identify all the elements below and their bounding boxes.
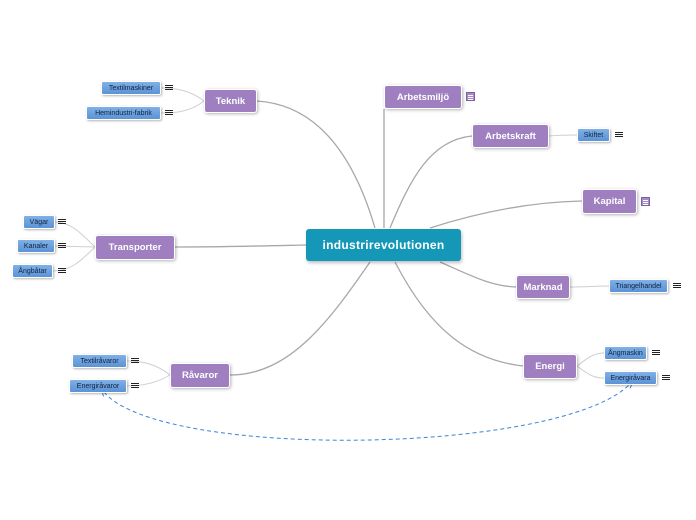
subtopic-kanaler[interactable]: Kanaler [17,239,55,253]
note-icon[interactable] [131,357,139,365]
note-icon[interactable] [652,349,660,357]
branch-energi [394,261,524,367]
branch-teknik [256,100,376,229]
topic-marknad[interactable]: Marknad [516,275,570,299]
subtopic-textilmaskiner[interactable]: Textilmaskiner [101,81,161,95]
branch-kapital [429,200,583,229]
subtopic-angbatar[interactable]: Ångbåtar [12,264,53,278]
topic-transporter[interactable]: Transporter [95,235,175,260]
subtopic-angmaskin[interactable]: Ångmaskin [604,346,647,360]
topic-teknik[interactable]: Teknik [204,89,257,113]
topic-arbetskraft[interactable]: Arbetskraft [472,124,549,148]
note-icon[interactable] [662,374,670,382]
subtopic-skiftet[interactable]: Skiftet [577,128,610,142]
branch-marknad [439,261,517,288]
subtopic-energiravara[interactable]: Energiråvara [604,371,657,385]
subtopic-triangelhandel[interactable]: Triangelhandel [609,279,668,293]
subtopic-textilravaror[interactable]: Textilråvaror [72,354,127,368]
topic-ravaror[interactable]: Råvaror [170,363,230,388]
note-icon[interactable] [165,84,173,92]
note-icon[interactable] [58,242,66,250]
branch-transporter [174,244,307,248]
note-icon[interactable] [615,131,623,139]
branch-arbetskraft [389,135,473,229]
relation-energiravaror-energiravara [104,384,630,441]
note-icon[interactable] [58,267,66,275]
subtopic-hemindustri-fabrik[interactable]: Hemindustri-fabrik [86,106,161,120]
note-icon[interactable] [673,282,681,290]
branch-ravaror [229,261,371,376]
topic-kapital[interactable]: Kapital [582,189,637,214]
note-box-icon[interactable] [641,197,650,206]
note-box-icon[interactable] [466,92,475,101]
note-icon[interactable] [131,382,139,390]
subtopic-energiravaror[interactable]: Energiråvaror [69,379,127,393]
central-topic[interactable]: industrirevolutionen [306,229,461,261]
subtopic-vagar[interactable]: Vägar [23,215,55,229]
note-icon[interactable] [165,109,173,117]
topic-energi[interactable]: Energi [523,354,577,379]
topic-arbetsmiljo[interactable]: Arbetsmiljö [384,85,462,109]
note-icon[interactable] [58,218,66,226]
